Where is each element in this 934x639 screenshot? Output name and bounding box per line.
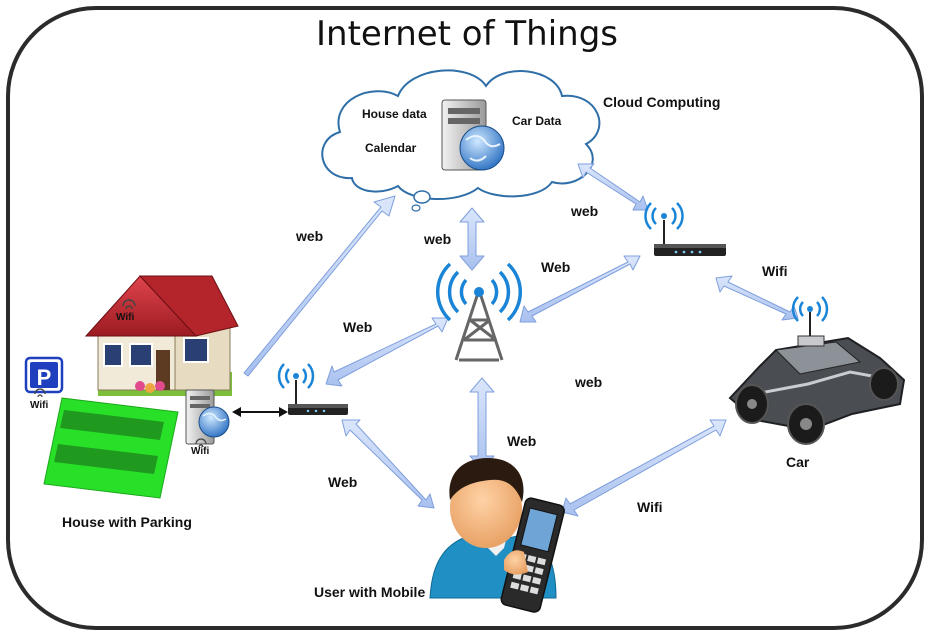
cloud-computing-label: Cloud Computing [603,94,721,110]
parking-sign-icon [24,356,64,398]
parking-wifi-label: Wifi [30,400,49,411]
parking-sign-letter: P [37,365,52,390]
cloud-house-data-label: House data [362,107,427,121]
cloud-server-icon [441,99,505,171]
cell-tower-icon [436,262,522,362]
user-with-mobile-icon [429,458,565,613]
cloud-router-icon [644,202,726,256]
house-wifi-label: Wifi [116,312,135,323]
arrow-cloud-to-router [577,163,649,211]
arrow-router-to-car [715,275,799,321]
link-router-cloud-label: web [571,203,599,219]
arrow-cloud-to-tower [459,207,485,271]
arrow-tower-to-user [469,377,495,471]
parking-lot-icon [43,397,179,499]
link-tower-user-label: Web [507,433,537,449]
link-tower-mid-label: web [575,374,603,390]
link-router-tower-label: Web [541,259,571,275]
link-house-cloud-label: web [296,228,324,244]
house-router-icon [277,363,348,415]
link-car-user-label: Wifi [637,499,663,515]
house-label: House with Parking [62,514,192,530]
link-house-router-tower-label: Web [343,319,373,335]
server-wifi-label: Wifi [191,446,210,457]
car-label: Car [786,454,810,470]
link-house-router-user-label: Web [328,474,358,490]
arrow-house-server-to-router [232,407,288,417]
arrow-house-to-cloud [243,195,396,377]
house-icon [84,275,239,396]
link-tower-cloud-label: web [424,231,452,247]
arrow-house-router-to-user [341,419,435,509]
car-icon [728,296,906,445]
arrow-router-to-tower [519,255,641,323]
page-title: Internet of Things [316,14,618,54]
cloud-calendar-label: Calendar [365,141,417,155]
house-server-icon [185,389,230,448]
cloud-car-data-label: Car Data [512,114,562,128]
user-label: User with Mobile [314,584,426,600]
link-router-car-label: Wifi [762,263,788,279]
arrow-car-to-user [561,419,727,517]
